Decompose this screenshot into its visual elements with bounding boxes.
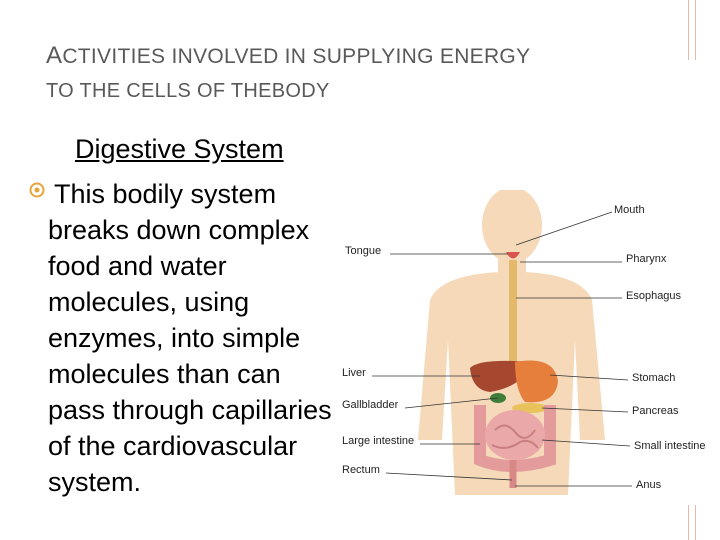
- body-text: This bodily system breaks down complex f…: [48, 176, 378, 500]
- label-mouth: Mouth: [614, 204, 645, 216]
- title-rest: CTIVITIES INVOLVED IN SUPPLYING ENERGY: [62, 45, 531, 68]
- corner-lines-bottom: [688, 505, 696, 540]
- right-leader-lines: [515, 211, 632, 487]
- stomach-shape: [515, 360, 558, 403]
- corner-lines-top: [688, 0, 696, 60]
- label-tongue: Tongue: [345, 245, 381, 257]
- label-gallbladder: Gallbladder: [342, 399, 399, 411]
- liver-shape: [470, 360, 530, 392]
- label-small-intestine: Small intestine: [634, 440, 706, 452]
- subheading: Digestive System: [75, 134, 284, 164]
- label-anus: Anus: [636, 479, 662, 491]
- body-line: enzymes, into simple: [48, 323, 301, 353]
- label-stomach: Stomach: [632, 372, 675, 384]
- body-line: molecules than can: [48, 359, 281, 389]
- label-large-intestine: Large intestine: [342, 435, 414, 447]
- body-line: system.: [48, 467, 142, 497]
- label-liver: Liver: [342, 367, 366, 379]
- body-line: molecules, using: [48, 287, 250, 317]
- digestive-system-diagram: Tongue Liver Gallbladder Large intestine…: [342, 190, 706, 495]
- small-intestine-shape: [485, 410, 545, 460]
- body-line: of the cardiovascular: [48, 431, 298, 461]
- body-line: food and water: [48, 251, 227, 281]
- slide-title-line1: ACTIVITIES INVOLVED IN SUPPLYING ENERGY: [46, 42, 530, 70]
- body-line: pass through capillaries: [48, 395, 332, 425]
- left-leader-lines: [372, 253, 513, 481]
- title-initial: A: [46, 42, 63, 69]
- label-rectum: Rectum: [342, 464, 380, 476]
- label-pancreas: Pancreas: [632, 405, 679, 417]
- label-esophagus: Esophagus: [626, 290, 682, 302]
- slide-title-line2: TO THE CELLS OF THEBODY: [46, 80, 330, 102]
- body-line: This bodily system: [54, 179, 277, 209]
- label-pharynx: Pharynx: [626, 253, 667, 265]
- body-line: breaks down complex: [48, 215, 310, 245]
- bullet-icon: [29, 182, 45, 198]
